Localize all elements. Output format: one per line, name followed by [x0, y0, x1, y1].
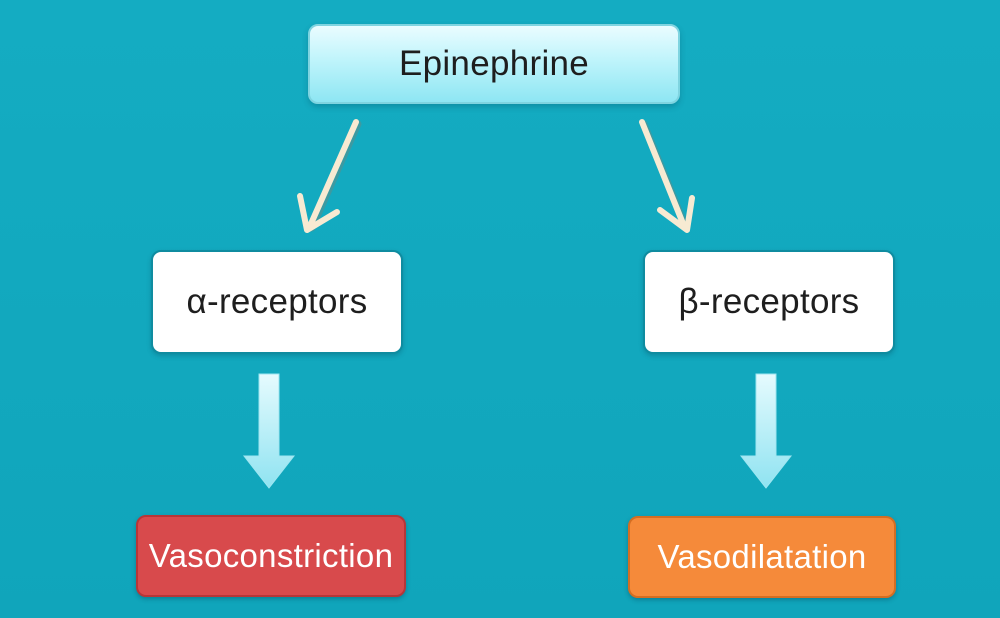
node-beta-receptors: β-receptors	[643, 250, 895, 354]
node-epinephrine-label: Epinephrine	[398, 44, 590, 83]
node-vasoconstriction: Vasoconstriction	[136, 515, 406, 597]
node-vasodilatation-label: Vasodilatation	[657, 538, 867, 575]
node-alpha-receptors: α-receptors	[151, 250, 403, 354]
arrow-epinephrine-to-alpha	[297, 119, 362, 233]
node-vasodilatation: Vasodilatation	[628, 516, 896, 598]
arrow-beta-to-vasodilatation	[739, 373, 793, 489]
node-epinephrine: Epinephrine	[308, 24, 680, 104]
arrow-alpha-to-vasoconstriction	[242, 373, 296, 489]
node-alpha-receptors-label: α-receptors	[186, 282, 368, 321]
arrow-epinephrine-to-beta	[639, 119, 695, 233]
node-vasoconstriction-label: Vasoconstriction	[148, 537, 394, 574]
node-beta-receptors-label: β-receptors	[678, 282, 860, 321]
